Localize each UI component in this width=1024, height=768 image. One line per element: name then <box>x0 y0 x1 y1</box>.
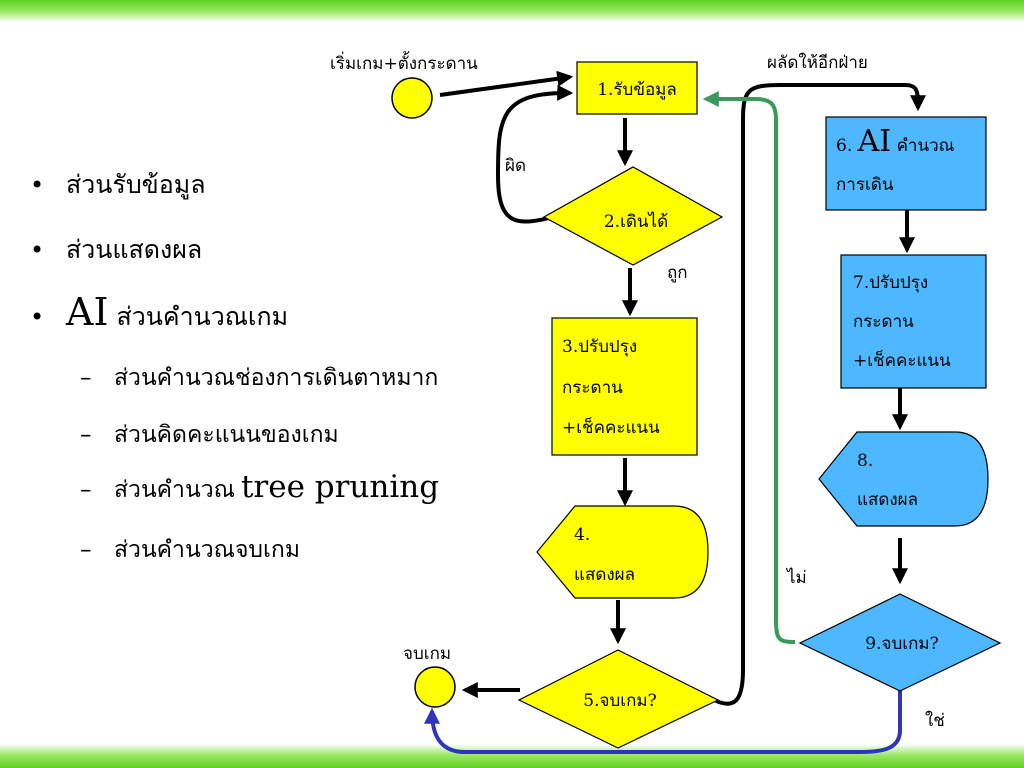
node-3-update-board: 3.ปรับปรุง กระดาน +เช็คคะแนน <box>551 317 698 456</box>
subbullet-english-term: tree pruning <box>240 469 440 505</box>
bullet-item-ai: • AI ส่วนคำนวณเกม <box>30 290 288 337</box>
bullet-dot-icon: • <box>30 303 45 331</box>
node-6-compute: คำนวณ <box>897 136 955 156</box>
node-6-ai: AI <box>857 124 892 159</box>
node-6-number: 6. <box>836 136 852 156</box>
node-7-line-2: กระดาน <box>853 312 914 332</box>
subbullet-text: ส่วนคิดคะแนนของเกม <box>114 422 339 448</box>
arrow-9-no-back-to-1 <box>702 91 796 644</box>
bullet-text: ส่วนแสดงผล <box>66 235 203 264</box>
bullet-text: ส่วนรับข้อมูล <box>66 170 206 199</box>
subbullet-text: ส่วนคำนวณจบเกม <box>114 537 300 563</box>
wrong-label: ผิด <box>505 156 526 176</box>
subbullet-dash: – <box>80 422 92 448</box>
node-8-line-1: 8. <box>857 451 873 471</box>
node-7-line-3: +เช็คคะแนน <box>853 349 951 371</box>
no-label: ไม่ <box>785 567 807 588</box>
node-9-game-over: 9.จบเกม? <box>798 593 1002 692</box>
arrow-start-to-1 <box>439 70 574 97</box>
subbullet-text: ส่วนคำนวณช่องการเดินตาหมาก <box>114 365 439 391</box>
node-6-line-1: 6. AI คำนวณ <box>836 124 955 159</box>
bottom-gradient-band <box>0 744 1024 768</box>
node-7-line-1: 7.ปรับปรุง <box>853 273 928 293</box>
subbullet-dash: – <box>80 477 92 503</box>
node-3-line-2: กระดาน <box>562 378 623 398</box>
node-2-label: 2.เดินได้ <box>604 211 668 232</box>
node-2-move-valid: 2.เดินได้ <box>542 166 724 266</box>
bullet-dot-icon: • <box>30 171 45 199</box>
node-8-display: 8. แสดงผล <box>818 431 989 527</box>
bullet-dot-icon: • <box>30 236 45 264</box>
bullet-ai-prefix: AI <box>66 290 109 334</box>
node-4-line-2: แสดงผล <box>574 565 635 585</box>
node-4-display: 4. แสดงผล <box>536 505 709 599</box>
node-1-label: 1.รับข้อมูล <box>597 80 677 100</box>
start-terminal <box>391 77 433 119</box>
subbullet-item-moves: – ส่วนคำนวณช่องการเดินตาหมาก <box>80 360 438 396</box>
end-terminal <box>414 666 456 708</box>
subbullet-text: ส่วนคำนวณ <box>114 477 235 503</box>
node-8-line-2: แสดงผล <box>857 490 918 510</box>
node-6-ai-compute-move: 6. AI คำนวณ การเดิน <box>825 116 987 211</box>
start-label: เริ่มเกม+ตั้งกระดาน <box>330 51 478 74</box>
arrow-9-yes-to-end <box>424 690 902 754</box>
node-7-update-board: 7.ปรับปรุง กระดาน +เช็คคะแนน <box>840 254 987 389</box>
subbullet-item-endgame: – ส่วนคำนวณจบเกม <box>80 532 300 568</box>
node-3-line-1: 3.ปรับปรุง <box>562 337 637 357</box>
subbullet-item-score: – ส่วนคิดคะแนนของเกม <box>80 417 339 453</box>
subbullet-dash: – <box>80 365 92 391</box>
node-9-label: 9.จบเกม? <box>865 634 938 654</box>
right-label: ถูก <box>667 263 688 283</box>
top-gradient-band <box>0 0 1024 22</box>
arrow-2-wrong-back-to-1 <box>495 84 574 224</box>
subbullet-item-pruning: – ส่วนคำนวณ tree pruning <box>80 469 439 508</box>
bullet-item-input: • ส่วนรับข้อมูล <box>30 165 206 205</box>
node-4-line-1: 4. <box>574 525 590 545</box>
node-5-label: 5.จบเกม? <box>583 691 656 711</box>
subbullet-dash: – <box>80 537 92 563</box>
flow-connectors <box>424 70 926 754</box>
node-6-line-2: การเดิน <box>836 175 894 195</box>
node-5-game-over: 5.จบเกม? <box>517 649 720 749</box>
bullet-item-display: • ส่วนแสดงผล <box>30 230 202 270</box>
end-label: จบเกม <box>403 644 451 664</box>
yes-label: ใช่ <box>925 710 945 731</box>
switch-player-label: ผลัดให้อีกฝ่าย <box>767 52 868 73</box>
node-1-receive-input: 1.รับข้อมูล <box>576 61 698 115</box>
arrow-5-switch-to-6 <box>713 83 926 706</box>
bullet-text: ส่วนคำนวณเกม <box>116 302 289 331</box>
node-3-line-3: +เช็คคะแนน <box>562 416 660 438</box>
